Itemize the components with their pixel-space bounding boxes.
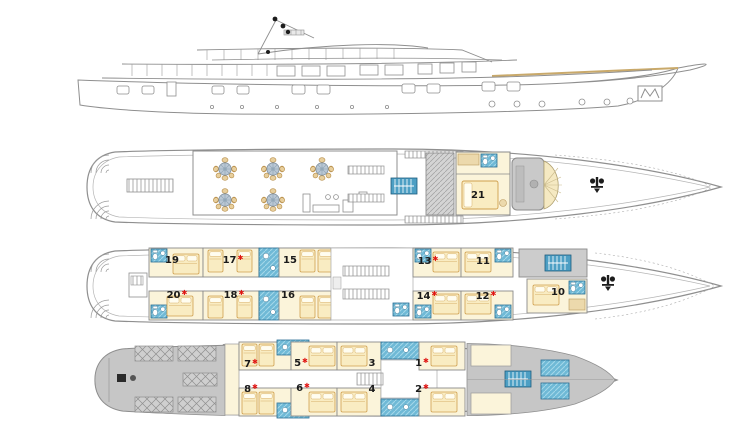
aft-bench [126, 178, 174, 193]
star-marker: ✱ [423, 383, 429, 391]
star-marker: ✱ [431, 290, 438, 298]
star-marker: ✱ [423, 357, 429, 365]
cabin-13-label: 13✱ [417, 255, 439, 267]
star-marker: ✱ [252, 383, 258, 391]
cabins-1-2 [418, 341, 466, 417]
engine-room [94, 343, 376, 416]
cabin-1-label: 1✱ [415, 357, 429, 369]
star-marker: ✱ [252, 358, 258, 366]
funnel-casing [425, 152, 455, 216]
cabin-16-label: 16 [281, 290, 295, 301]
top-deck-and-mast [196, 16, 503, 63]
main-deck-windows [116, 81, 663, 102]
cabin-10-label: 10 [551, 287, 565, 298]
cabin-20-label: 20✱ [166, 289, 188, 301]
star-marker: ✱ [490, 290, 497, 298]
cabins-17-18 [202, 247, 260, 321]
cabin-7-label: 7✱ [244, 358, 258, 370]
stairs-down-icon [390, 177, 418, 195]
cabins-15-16 [278, 247, 334, 321]
wheelhouse [511, 157, 562, 211]
aft-vestibule [128, 272, 148, 298]
cabin-6-label: 6✱ [296, 382, 310, 394]
cabin-10-block [518, 248, 588, 314]
cabin-11-label: 11 [476, 256, 490, 267]
midship-lobby [330, 247, 414, 321]
bathroom-column [258, 247, 280, 321]
star-marker: ✱ [304, 382, 310, 390]
lower-deck-plan [94, 339, 619, 419]
cabin-3-label: 3 [368, 358, 376, 369]
yacht-side-profile [77, 16, 707, 115]
cabins-11-12 [460, 247, 514, 321]
bow-logo [637, 85, 663, 102]
cabin-21-label: 21 [471, 190, 485, 201]
cabin-14-label: 14✱ [416, 290, 438, 302]
cabins-3-4 [336, 341, 382, 417]
star-marker: ✱ [302, 357, 308, 365]
upper-deck [101, 59, 653, 80]
crew-stairs-icon [544, 254, 572, 272]
star-marker: ✱ [238, 289, 245, 297]
midship-lobby [356, 341, 438, 417]
closet-strip [224, 343, 240, 416]
cabin-12-label: 12✱ [475, 290, 497, 302]
sun-deck-plan [86, 148, 724, 226]
main-deck-plan [86, 247, 724, 325]
star-marker: ✱ [432, 255, 439, 263]
cabin-19-label: 19 [165, 255, 179, 266]
cabin-2-label: 2✱ [415, 383, 429, 395]
cabin-17-label: 17✱ [222, 254, 244, 266]
cabin-5-label: 5✱ [294, 357, 308, 369]
crew-quarters [466, 343, 616, 416]
dining-saloon [192, 150, 398, 216]
cabins-13-14 [412, 247, 462, 321]
cabin-21 [455, 151, 511, 216]
cabin-4-label: 4 [368, 384, 376, 395]
star-marker: ✱ [181, 289, 188, 297]
crew-stairs-icon [504, 370, 532, 388]
cabin-18-label: 18✱ [223, 289, 245, 301]
cabins-5-6 [290, 341, 338, 417]
star-marker: ✱ [237, 254, 244, 262]
bow-caprail [491, 67, 679, 77]
portholes [209, 97, 634, 110]
cabin-15-label: 15 [283, 255, 297, 266]
cabin-8-label: 8✱ [244, 383, 258, 395]
